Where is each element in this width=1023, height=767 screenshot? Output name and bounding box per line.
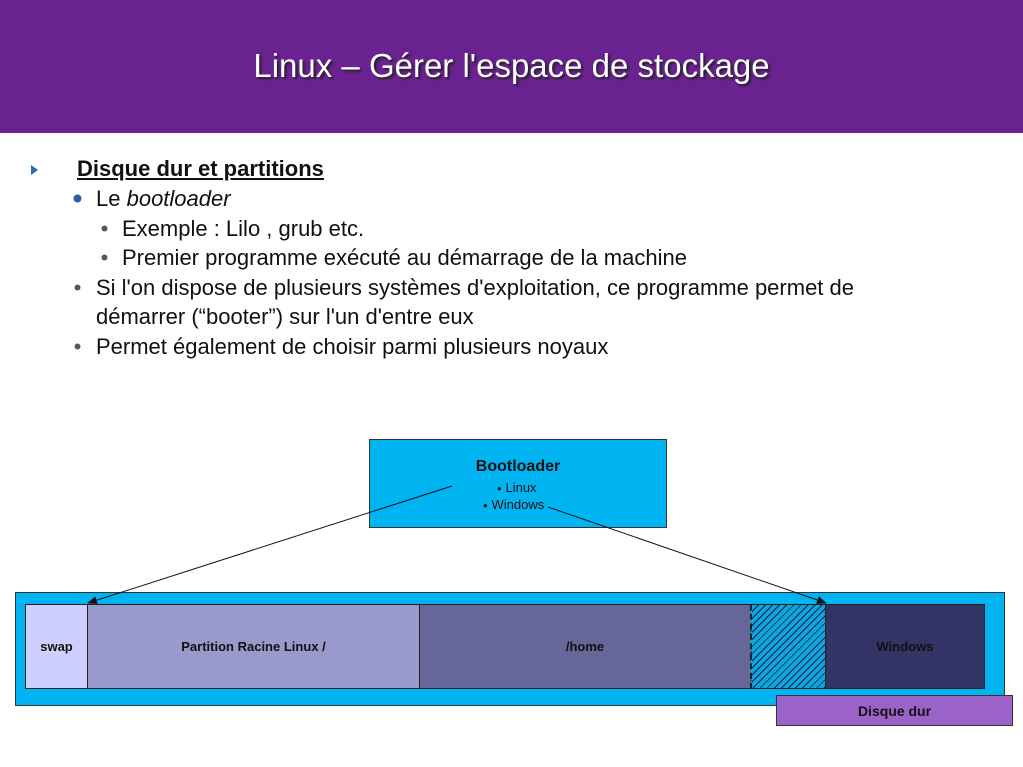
kernels-line: Permet également de choisir parmi plusie…: [96, 334, 609, 359]
bootloader-box: Bootloader ● Linux ● Windows: [369, 439, 667, 528]
bootloader-line: Le bootloader: [96, 186, 231, 212]
small-bullet-icon: ●: [497, 484, 502, 494]
first-program-line: Premier programme exécuté au démarrage d…: [122, 245, 687, 270]
bootloader-term: bootloader: [126, 186, 231, 211]
bootloader-prefix: Le: [96, 186, 127, 211]
round-bullet-icon: [74, 343, 81, 350]
round-bullet-icon: [73, 194, 82, 203]
multi-os-line-2: démarrer (“booter”) sur l'un d'entre eux: [96, 304, 474, 329]
bootloader-item-windows: ● Windows: [483, 497, 545, 512]
small-bullet-icon: ●: [483, 501, 488, 511]
round-bullet-icon: [101, 225, 108, 232]
title-bar: [0, 0, 1023, 133]
arrow-windows: [547, 506, 827, 604]
partition-free-space: [750, 604, 826, 689]
triangle-bullet-icon: [31, 165, 38, 175]
multi-os-line-1: Si l'on dispose de plusieurs systèmes d'…: [96, 275, 855, 300]
partition-root: Partition Racine Linux /: [87, 604, 420, 689]
partition-swap: swap: [25, 604, 88, 689]
round-bullet-icon: [74, 284, 81, 291]
section-heading: Disque dur et partitions: [77, 156, 324, 181]
slide-title: Linux – Gérer l'espace de stockage: [253, 47, 770, 84]
disk-label: Disque dur: [776, 695, 1013, 726]
arrow-linux: [87, 485, 453, 605]
bootloader-title: Bootloader: [475, 458, 561, 475]
partition-home: /home: [419, 604, 751, 689]
round-bullet-icon: [101, 254, 108, 261]
partition-windows: Windows: [825, 604, 985, 689]
bootloader-item-linux: ● Linux: [497, 480, 537, 495]
example-line: Exemple : Lilo , grub etc.: [122, 216, 365, 241]
